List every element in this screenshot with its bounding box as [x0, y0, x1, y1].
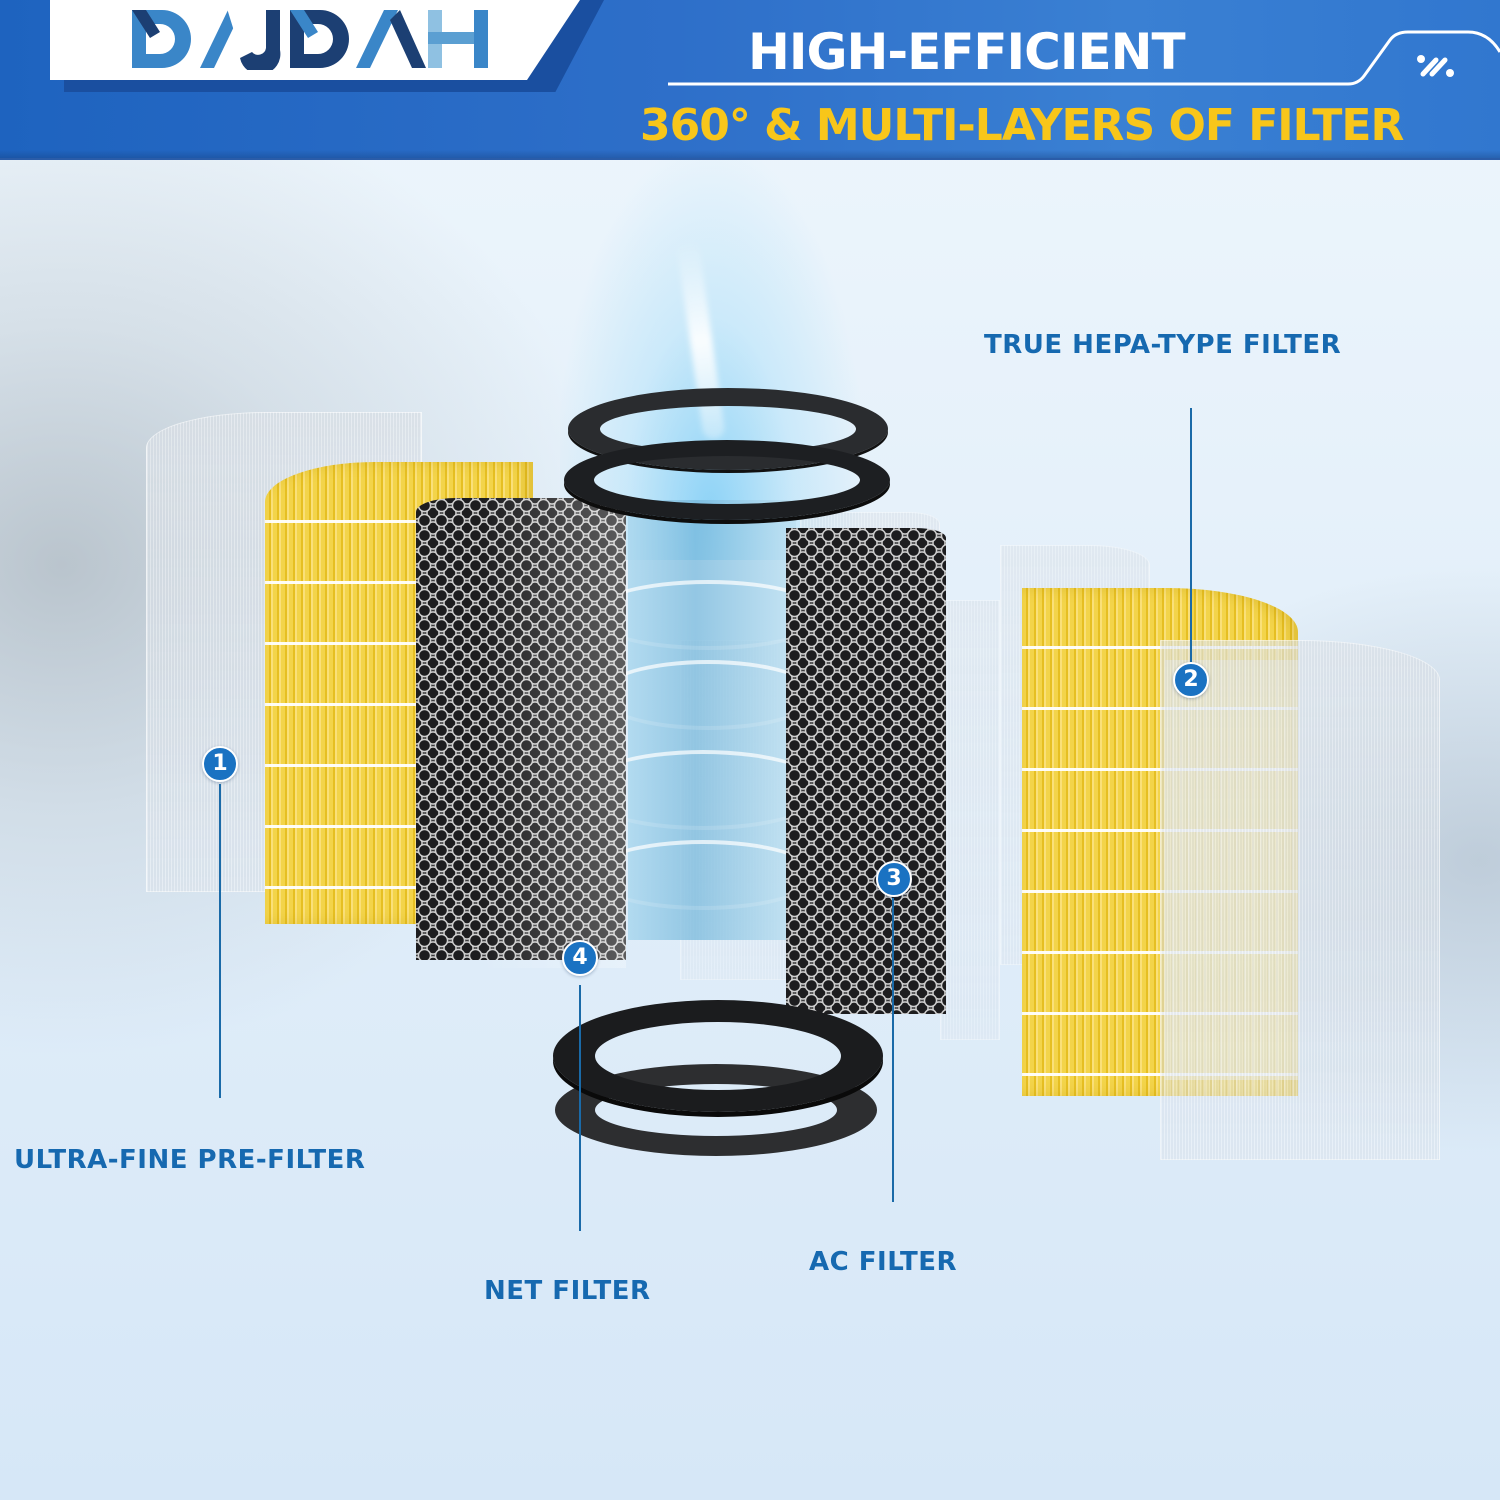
callout-badge-3: 3: [876, 861, 912, 897]
carbon-filter-left-haze: [480, 498, 626, 968]
callout-badge-4: 4: [562, 940, 598, 976]
callout-badge-1: 1: [202, 746, 238, 782]
slash-dots-icon: [1417, 55, 1454, 77]
header-banner: HIGH-EFFICIENT 360° & MULTI-LAYERS OF FI…: [0, 0, 1500, 160]
bottom-end-cap: [553, 1000, 883, 1112]
callout-badge-2: 2: [1173, 662, 1209, 698]
airflow-swirl-2: [598, 660, 818, 730]
brand-logo-mark-icon: [132, 9, 488, 70]
headline: HIGH-EFFICIENT: [748, 23, 1186, 81]
pre-filter-mesh-right: [1160, 640, 1440, 1160]
brand-logo: [132, 6, 508, 72]
inner-air-column: [578, 500, 828, 940]
callout-label-hepa-filter: TRUE HEPA-TYPE FILTER: [984, 330, 1342, 360]
net-filter-sheet-right: [940, 600, 1000, 1040]
callout-leader-2: [1190, 408, 1192, 662]
callout-label-ac-filter: AC FILTER: [809, 1247, 957, 1277]
callout-leader-3: [892, 898, 894, 1202]
callout-label-net-filter: NET FILTER: [484, 1276, 651, 1306]
subheadline: 360° & MULTI-LAYERS OF FILTER: [640, 100, 1404, 151]
top-end-cap: [564, 440, 890, 520]
carbon-filter-right-half: [786, 528, 946, 1014]
callout-leader-1: [219, 784, 221, 1098]
banner-divider-line: [668, 30, 1500, 86]
carbon-filter-left-half: [416, 498, 626, 960]
callout-leader-4: [579, 985, 581, 1231]
callout-label-pre-filter: ULTRA-FINE PRE-FILTER: [14, 1145, 366, 1175]
